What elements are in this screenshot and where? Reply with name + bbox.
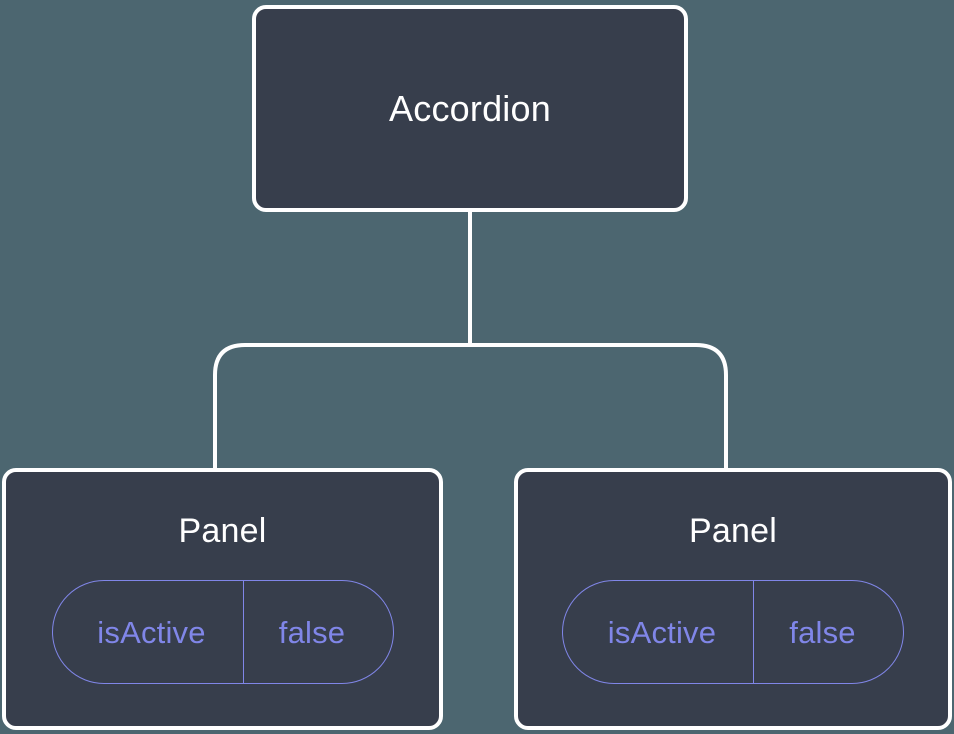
node-panel-2-label: Panel <box>689 512 777 550</box>
node-accordion[interactable]: Accordion <box>252 5 688 212</box>
state-chip-panel-1-key: isActive <box>97 614 206 650</box>
node-panel-2[interactable]: Panel isActive false <box>514 468 952 730</box>
connector-branch-right <box>470 343 728 472</box>
connector-branch-left <box>213 343 470 472</box>
state-chip-panel-2-value: false <box>753 581 903 683</box>
node-panel-1[interactable]: Panel isActive false <box>2 468 443 730</box>
state-chip-panel-1[interactable]: isActive false <box>51 580 394 684</box>
node-panel-1-label: Panel <box>178 512 267 550</box>
node-accordion-label: Accordion <box>389 87 551 129</box>
state-chip-panel-2-key: isActive <box>607 614 717 650</box>
state-chip-panel-2[interactable]: isActive false <box>562 580 904 684</box>
state-chip-panel-1-value: false <box>242 581 393 683</box>
